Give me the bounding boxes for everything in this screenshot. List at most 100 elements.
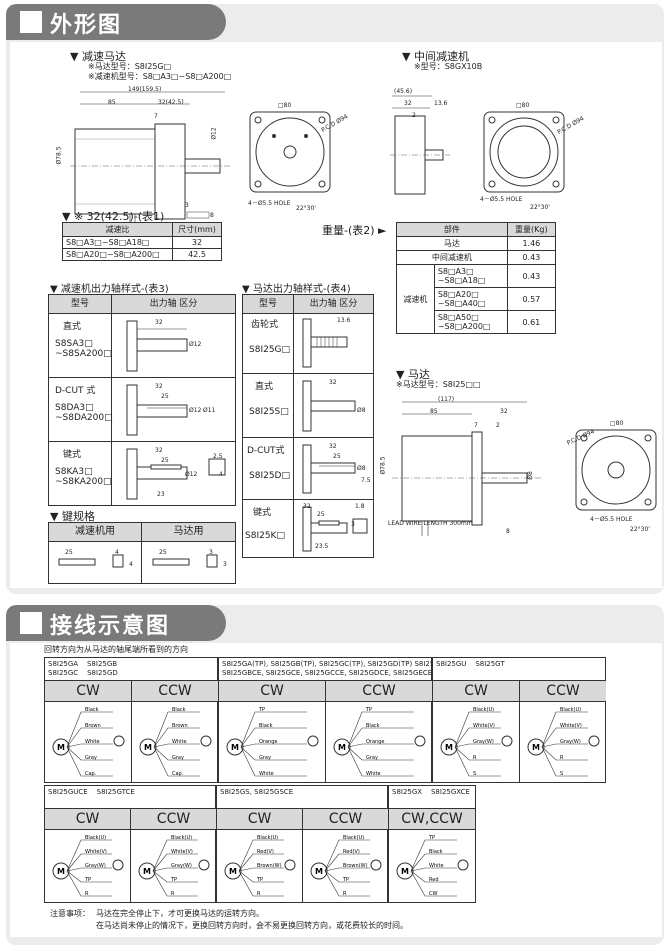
table3: 型号 出力轴 区分 直式 S8SA3□ ~S8SA200□ D-CUT 式 S8… <box>48 294 236 506</box>
gear-motor-heading: ▼ 减速马达 <box>70 50 126 63</box>
motor-dim-sq: □80 <box>610 420 624 427</box>
wire-line <box>238 839 284 872</box>
wiring-title: 接线示意图 <box>50 614 171 639</box>
table3-heading: ▼ 减速机出力轴样式-(表3) <box>50 284 169 295</box>
wire-line <box>454 746 501 761</box>
key-dim: 25 <box>65 549 73 556</box>
gm-dim-dia: Ø78.5 <box>55 146 63 165</box>
wire-line <box>238 867 284 872</box>
wire-line <box>324 870 370 897</box>
motor-dim-85: 85 <box>430 408 438 415</box>
wire-line <box>152 853 198 872</box>
wire-label: White <box>172 739 187 745</box>
outline-panel: ▼ 减速马达 ※马达型号：S8I25G□ ※减速机型号：S8□A3□~S8□A2… <box>10 42 662 588</box>
wire-label: White <box>85 739 100 745</box>
table-row: S8□A20□~S8□A200□42.5 <box>62 248 222 261</box>
wire-line <box>66 746 113 777</box>
outline-section: 外形图 ▼ 减速马达 ※马达型号：S8I25G□ ※减速机型号：S8□A3□~S… <box>6 4 664 594</box>
wire-line <box>240 743 307 748</box>
table2-cell: S8□A20□ ~S8□A40□ <box>433 287 508 311</box>
gear-shaft-drawing <box>302 318 348 368</box>
wire-line <box>240 746 307 777</box>
wire-line <box>347 743 414 748</box>
table4-type: 键式 <box>253 508 272 518</box>
title-square-icon <box>20 612 42 634</box>
wiring-direction-label: CCW <box>132 680 218 702</box>
wire-label: White(V) <box>560 723 582 729</box>
wire-line <box>410 853 457 872</box>
wire-line <box>238 870 284 897</box>
wiring-note: 回转方向为从马达的轴尾端所看到的方向 <box>44 645 188 654</box>
motor-symbol-letter: M <box>315 867 323 876</box>
caution-label: 注意事项： <box>50 909 90 918</box>
motor-symbol-icon <box>310 862 328 880</box>
motor-symbol-icon <box>440 738 458 756</box>
wire-line <box>541 743 588 748</box>
wire-label: TP <box>258 707 265 713</box>
table1-cell: S8□A3□~S8□A18□ <box>62 236 173 249</box>
wire-line <box>66 867 112 872</box>
wire-label: Red(V) <box>257 849 274 855</box>
key-spec-col-gear: 减速机用 <box>49 523 142 542</box>
wire-label: Brown(W) <box>343 863 368 869</box>
table1: 减速比尺寸(mm) S8□A3□~S8□A18□32 S8□A20□~S8□A2… <box>62 222 222 261</box>
mg-dim-13-6: 13.6 <box>434 100 448 107</box>
wiring-group-models: S8I25GA(TP), S8I25GB(TP), S8I25GC(TP), S… <box>222 660 456 677</box>
t4-dim: Ø8 <box>357 407 366 414</box>
wire-label: TP <box>170 877 177 883</box>
table-row: S8□A3□~S8□A18□32 <box>62 236 222 249</box>
key-dim: 4 <box>115 549 119 556</box>
wire-line <box>66 870 112 897</box>
t4-dim: 3 <box>351 521 355 528</box>
key-spec-heading: ▼ 键规格 <box>50 510 95 523</box>
table2-cell: S8□A3□ ~S8□A18□ <box>433 264 508 288</box>
power-source-icon <box>284 859 296 871</box>
wiring-direction-label: CW,CCW <box>389 808 475 830</box>
caution-line-1: 马达在完全停止下，才可更换马达的运转方向。 <box>96 909 264 918</box>
straight-shaft-drawing <box>126 320 188 372</box>
table4-col-1: 出力轴 区分 <box>294 295 373 314</box>
t4-dim: Ø8 <box>357 465 366 472</box>
wire-line <box>238 853 284 872</box>
motor-heading: ▼ 马达 <box>396 368 430 381</box>
table2-col-1: 重量(Kg) <box>506 222 557 237</box>
wire-line <box>152 839 198 872</box>
power-source-icon <box>501 735 513 747</box>
wire-label: Orange <box>259 739 277 745</box>
wire-label: Cap. <box>85 771 97 777</box>
table1-col-1: 尺寸(mm) <box>172 222 222 237</box>
wire-label: Gray(W) <box>473 739 494 745</box>
wire-label: Brown(W) <box>257 863 282 869</box>
wire-label: Brown <box>85 723 101 729</box>
table4: 型号 出力轴 区分 齿轮式 S8I25G□ 直式 S8I25S□ D-CUT式 … <box>242 294 374 558</box>
table2-cell: 马达 <box>396 236 508 251</box>
wire-label: Black <box>366 723 380 729</box>
wire-label: Gray <box>172 755 184 761</box>
wire-label: White <box>429 863 444 869</box>
wire-label: TP <box>365 707 372 713</box>
motor-symbol-letter: M <box>231 743 239 752</box>
wire-line <box>152 870 198 897</box>
motor-side-drawing <box>392 401 542 536</box>
mid-gear-front-drawing <box>483 111 565 193</box>
wire-line <box>152 870 198 883</box>
wire-label: Brown <box>172 723 188 729</box>
motor-dim-7: 7 <box>474 422 478 429</box>
t4-dim: 23.5 <box>315 543 329 550</box>
table1-cell: S8□A20□~S8□A200□ <box>62 248 173 261</box>
gm-dim-total: 149(159.5) <box>128 86 162 93</box>
table3-model: S8SA3□ ~S8SA200□ <box>55 339 112 359</box>
dcut-shaft-drawing <box>126 384 188 436</box>
gm-dim-3: 3 <box>185 202 189 209</box>
